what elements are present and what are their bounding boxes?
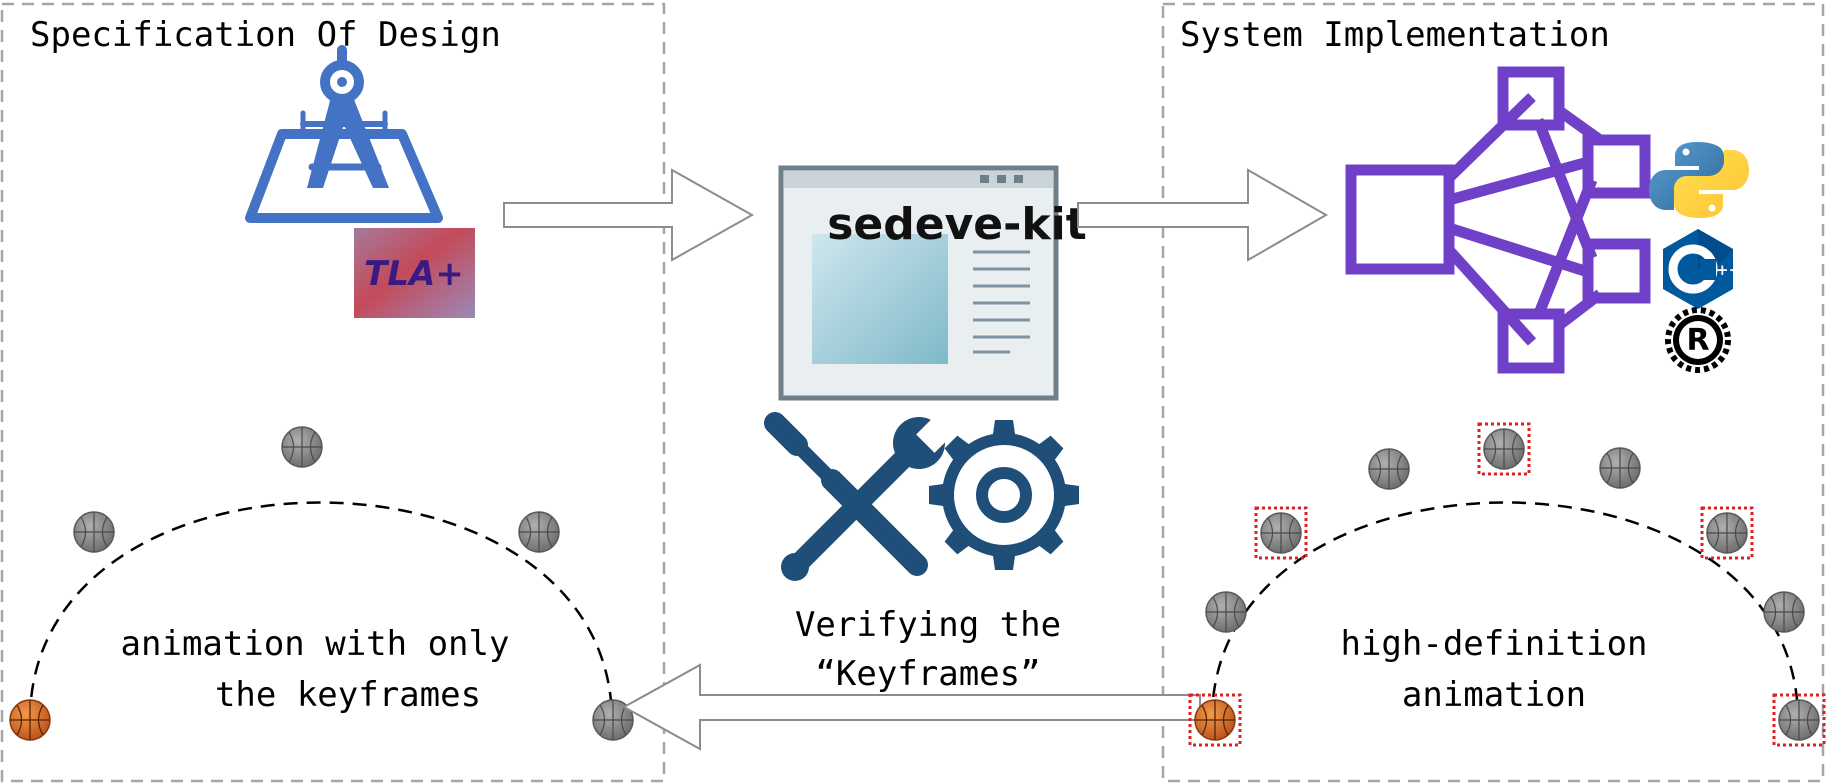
- tool-name-label: sedeve-kit: [827, 199, 1087, 250]
- highlighted-keyframe: [1254, 506, 1308, 560]
- python-icon: [1649, 142, 1749, 218]
- highlighted-keyframe: [1477, 422, 1531, 476]
- rust-icon: R: [1665, 307, 1731, 373]
- right-caption-line2: animation: [1402, 675, 1586, 715]
- svg-text:++: ++: [1716, 261, 1741, 279]
- basketball-start: [9, 699, 51, 741]
- arrow-implementation-to-design: [621, 663, 1201, 751]
- arrow-design-to-tool: [503, 168, 755, 262]
- keyframe-ball: [281, 426, 323, 468]
- tla-plus-logo: TLA+: [354, 228, 475, 318]
- highlighted-keyframe-basketball: [1188, 693, 1242, 747]
- interpolated-ball: [1368, 448, 1410, 490]
- highlighted-keyframe: [1700, 506, 1754, 560]
- implementation-panel-title: System Implementation: [1180, 15, 1610, 55]
- svg-text:R: R: [1686, 323, 1709, 358]
- svg-text:TLA+: TLA+: [364, 254, 464, 294]
- interpolated-ball: [1599, 447, 1641, 489]
- compass-icon: [245, 45, 443, 223]
- design-panel-title: Specification Of Design: [30, 15, 501, 55]
- interpolated-ball: [1763, 591, 1805, 633]
- network-graph-icon: [1345, 66, 1651, 374]
- wrench-gear-icon: [764, 409, 1079, 581]
- highlighted-keyframe: [1772, 693, 1826, 747]
- left-caption-line2: the keyframes: [215, 675, 481, 715]
- implementation-panel-frame: [1161, 2, 1825, 783]
- left-trajectory-arc: [28, 501, 614, 721]
- left-caption-line1: animation with only: [121, 624, 510, 664]
- application-window-icon: [778, 165, 1059, 401]
- design-panel-frame: [0, 2, 666, 783]
- verify-caption-line1: Verifying the: [795, 605, 1061, 645]
- verify-caption-line2: “Keyframes”: [815, 654, 1040, 694]
- right-caption-line1: high-definition: [1340, 624, 1647, 664]
- cpp-icon: ++: [1663, 229, 1741, 309]
- arrow-tool-to-implementation: [1077, 168, 1329, 262]
- interpolated-ball: [1205, 591, 1247, 633]
- keyframe-ball: [73, 511, 115, 553]
- keyframe-ball: [518, 511, 560, 553]
